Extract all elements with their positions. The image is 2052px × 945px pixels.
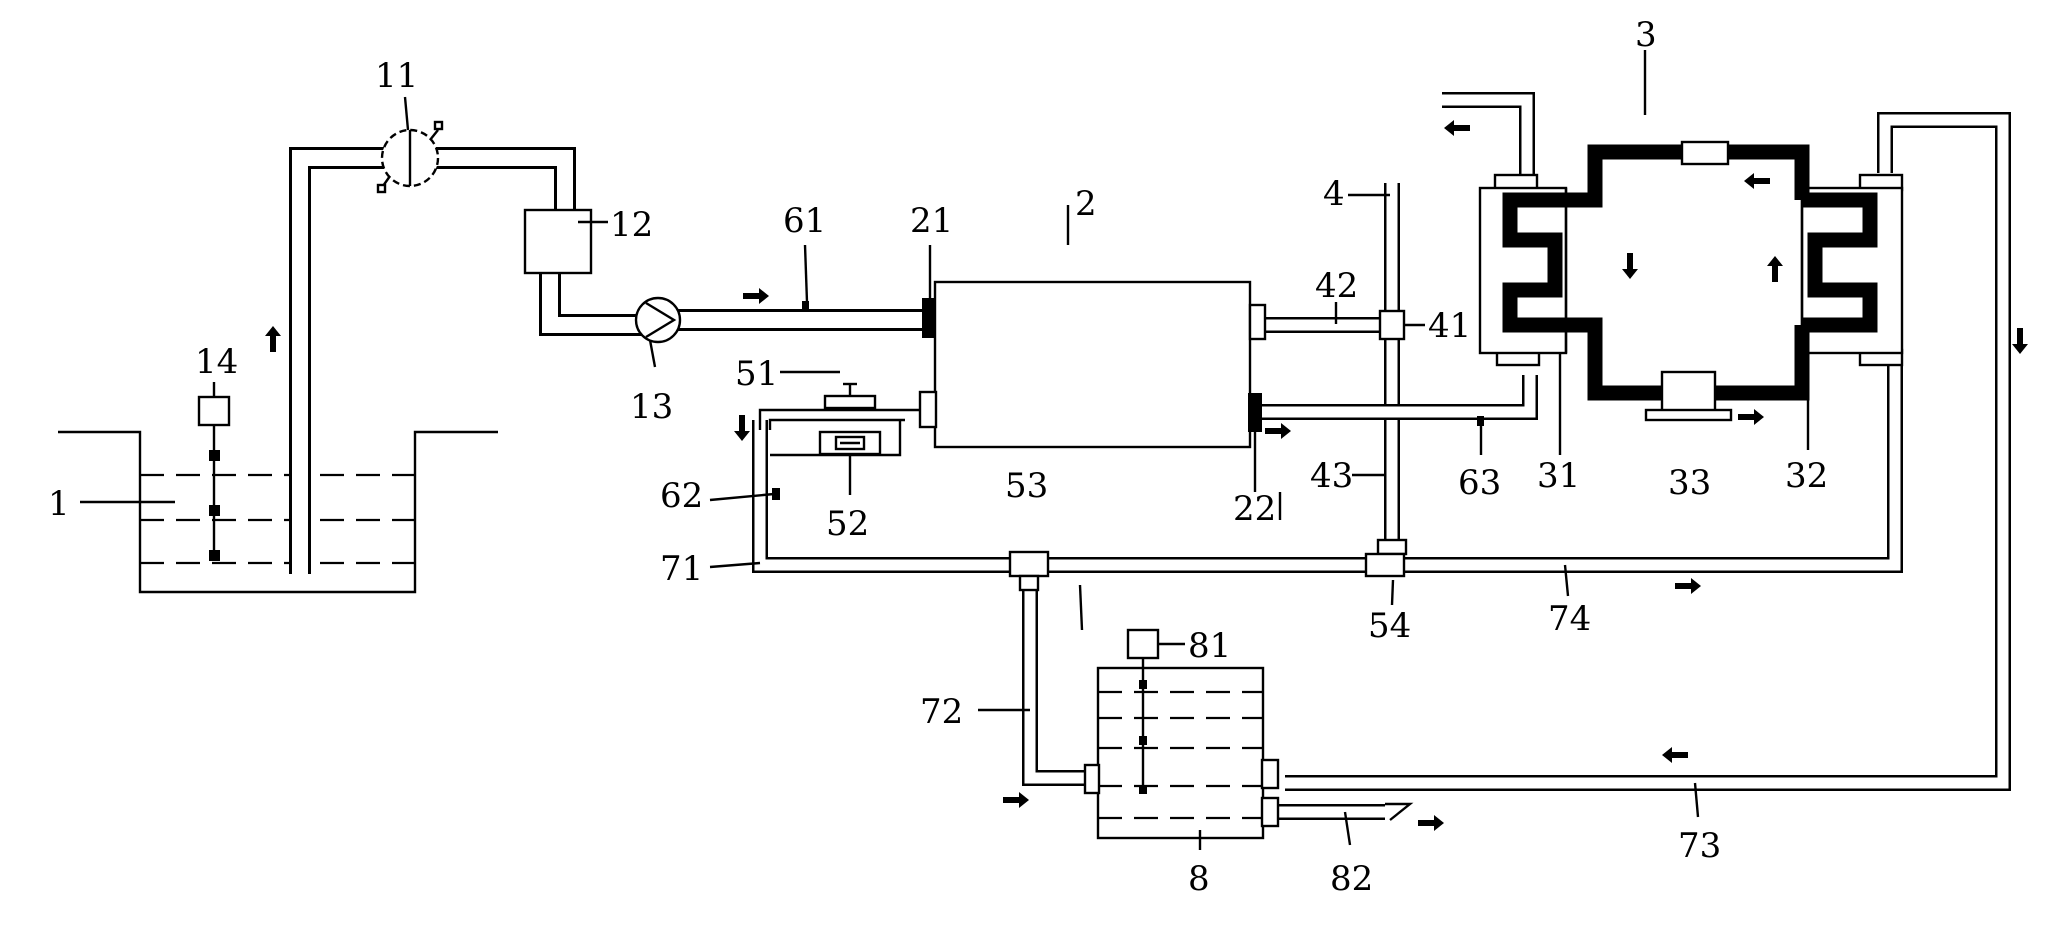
label-72: 72	[920, 692, 963, 732]
arrow-icon	[1767, 256, 1783, 282]
sensor-62	[772, 488, 780, 500]
label-63: 63	[1458, 463, 1501, 503]
storage-tank-8	[1083, 666, 1280, 840]
label-3: 3	[1635, 15, 1657, 55]
leader-lines	[80, 50, 1810, 850]
arrow-icon	[1265, 423, 1291, 439]
exhaust-pipe-top	[1442, 92, 1535, 175]
label-51: 51	[735, 354, 778, 394]
label-41: 41	[1428, 306, 1471, 346]
arrow-icon	[1418, 815, 1444, 831]
compressor-33	[1644, 370, 1733, 422]
stub-51	[823, 382, 877, 410]
label-53: 53	[1005, 466, 1048, 506]
valve-52	[818, 430, 882, 456]
label-32: 32	[1785, 456, 1828, 496]
label-73: 73	[1678, 826, 1721, 866]
pipe-74	[752, 355, 1903, 573]
pump-13	[634, 296, 682, 344]
refrigerant-loop-3	[1566, 144, 1810, 401]
reference-labels: 1 11 12 13 14 2 21 22 3 31 32 33 4 41 42…	[48, 15, 1828, 899]
label-13: 13	[630, 387, 673, 427]
arrow-icon	[1675, 578, 1701, 594]
label-61: 61	[783, 201, 826, 241]
label-22: 22	[1233, 489, 1276, 529]
label-8: 8	[1188, 859, 1210, 899]
pipe-73	[1285, 112, 2011, 791]
tee-54	[1364, 538, 1408, 578]
arrow-icon	[1662, 747, 1688, 763]
label-11: 11	[375, 56, 418, 96]
label-42: 42	[1315, 266, 1358, 306]
source-tank	[58, 430, 498, 594]
expansion-valve	[1680, 140, 1730, 166]
arrow-icon	[734, 415, 750, 441]
valve-11	[376, 120, 444, 194]
label-1: 1	[48, 484, 70, 524]
bypass-pipe	[758, 408, 920, 457]
label-12: 12	[610, 205, 653, 245]
arrow-icon	[1622, 253, 1638, 279]
level-sensor-14	[197, 395, 231, 561]
arrow-icon	[743, 288, 769, 304]
exchanger-32	[1800, 173, 1904, 367]
arrow-icon	[265, 326, 281, 352]
exchanger-31	[1478, 173, 1568, 367]
sensor-61	[802, 301, 809, 311]
arrow-icon	[1003, 792, 1029, 808]
pipe-63	[1262, 375, 1538, 420]
arrow-icon	[1738, 409, 1764, 425]
label-33: 33	[1668, 463, 1711, 503]
filter-12	[523, 208, 593, 275]
label-62: 62	[660, 476, 703, 516]
label-52: 52	[826, 504, 869, 544]
label-21: 21	[910, 201, 953, 241]
label-74: 74	[1548, 599, 1591, 639]
tee-53	[1008, 550, 1050, 592]
main-unit-2	[918, 280, 1267, 449]
arrow-icon	[2012, 328, 2028, 354]
tee-41	[1378, 309, 1406, 341]
label-2: 2	[1075, 184, 1097, 224]
label-82: 82	[1330, 859, 1373, 899]
label-71: 71	[660, 549, 703, 589]
pipe-72	[1022, 575, 1085, 786]
arrow-icon	[1444, 120, 1470, 136]
label-14: 14	[195, 342, 238, 382]
pipe-82	[1275, 802, 1414, 821]
label-4: 4	[1323, 174, 1345, 214]
level-sensor-81	[1126, 628, 1160, 794]
arrow-icon	[1744, 173, 1770, 189]
label-31: 31	[1537, 456, 1580, 496]
label-81: 81	[1188, 626, 1231, 666]
intake-pipe	[289, 147, 648, 574]
label-43: 43	[1310, 456, 1353, 496]
label-54: 54	[1368, 606, 1411, 646]
